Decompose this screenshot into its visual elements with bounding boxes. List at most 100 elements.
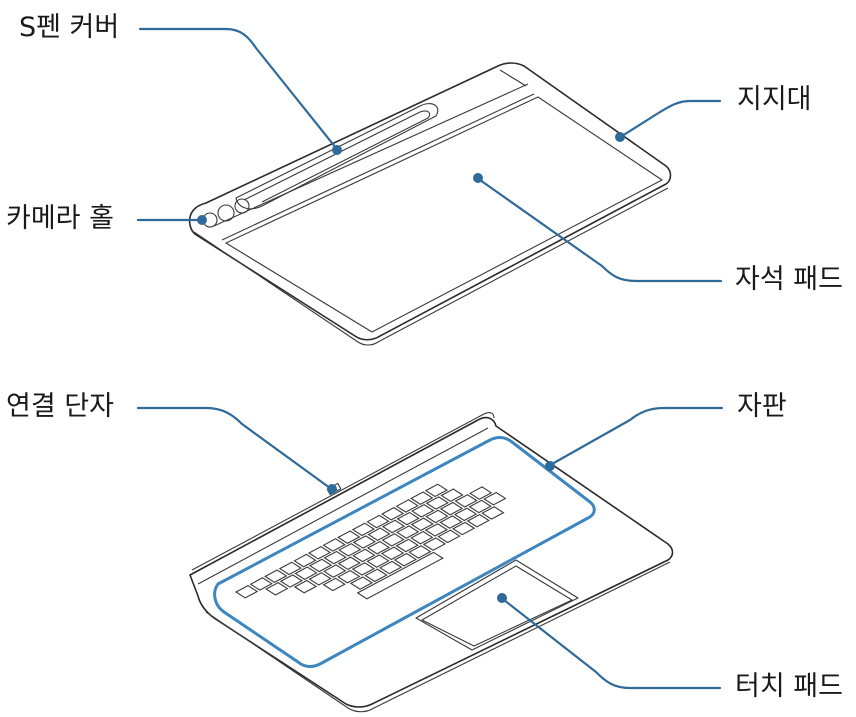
key-cap <box>483 491 507 506</box>
key-cap <box>410 517 434 532</box>
key-cap <box>422 537 447 551</box>
key-cap <box>279 574 304 588</box>
label-magnetic-pad: 자석 패드 <box>735 264 843 295</box>
dot-camera-hole <box>197 215 207 225</box>
key-cap <box>410 530 434 545</box>
keyboard-hinge-rail <box>191 412 495 571</box>
book-cover-illustration <box>188 62 672 346</box>
key-cap <box>425 509 449 524</box>
callout-leaders <box>136 27 724 690</box>
key-cap <box>307 545 332 560</box>
key-cap <box>322 538 346 552</box>
key-cap <box>366 540 391 555</box>
label-connection-terminal: 연결 단자 <box>6 391 114 422</box>
dot-touch-pad <box>497 593 507 603</box>
key-cap <box>378 560 403 575</box>
key-cap <box>351 522 376 537</box>
touch-pad-inner <box>421 565 573 647</box>
key-cap <box>381 519 406 534</box>
key-cap <box>264 569 288 583</box>
keyboard-hinge-rail-2 <box>197 427 489 585</box>
camera-hole-2 <box>217 204 235 222</box>
label-keyboard: 자판 <box>737 391 787 422</box>
dot-keyboard <box>545 461 555 471</box>
touch-pad <box>415 559 579 651</box>
key-cap <box>234 584 259 599</box>
key-cap <box>322 577 346 592</box>
key-cap <box>380 546 405 561</box>
cover-spine <box>499 69 527 87</box>
leader-magnetic-pad <box>478 178 723 283</box>
cover-fold-line-2 <box>221 93 535 241</box>
key-cap <box>294 566 318 581</box>
key-cap <box>439 515 463 529</box>
key-cap <box>367 527 391 542</box>
keyboard-illustration <box>189 412 674 713</box>
key-cap <box>454 494 478 508</box>
key-cap <box>337 556 361 571</box>
key-cap <box>396 511 420 526</box>
label-camera-hole: 카메라 홀 <box>6 203 114 234</box>
camera-hole-3 <box>234 198 250 214</box>
key-cap <box>396 525 420 539</box>
key-cap <box>451 521 476 536</box>
key-cap <box>293 579 318 594</box>
key-cap <box>424 483 449 498</box>
cover-fold-line <box>213 83 529 227</box>
book-cover-edge <box>193 187 669 346</box>
keyboard-keys <box>234 483 507 600</box>
key-cap <box>352 535 377 549</box>
key-cap <box>424 523 449 537</box>
book-cover-outline <box>188 62 672 341</box>
label-stand: 지지대 <box>737 84 812 115</box>
dot-stand <box>615 132 625 142</box>
key-cap <box>425 496 450 510</box>
key-cap <box>352 548 376 563</box>
key-cap <box>249 577 273 591</box>
key-cap <box>440 488 464 503</box>
leader-s-pen-cover <box>138 27 338 150</box>
key-spacebar <box>356 551 444 600</box>
keyboard-area-highlight <box>213 436 596 668</box>
key-cap <box>366 514 390 529</box>
key-cap <box>381 533 405 547</box>
label-s-pen-cover: S펜 커버 <box>19 12 120 43</box>
key-cap <box>364 568 388 583</box>
key-cap <box>408 545 432 559</box>
leader-stand <box>620 99 722 138</box>
key-cap <box>366 554 390 568</box>
key-cap <box>466 513 490 528</box>
key-cap <box>469 486 493 500</box>
magnetic-pad-panel <box>225 96 663 333</box>
key-cap <box>411 504 435 518</box>
key-cap <box>395 538 419 553</box>
dot-s-pen-cover <box>332 145 342 155</box>
key-cap <box>293 553 317 568</box>
key-cap <box>393 552 417 567</box>
key-cap <box>481 506 505 520</box>
s-pen-slot <box>235 103 439 210</box>
key-cap <box>308 558 333 573</box>
dot-connection-terminal <box>327 484 337 494</box>
key-cap <box>278 561 303 576</box>
keyboard-bottom-edge <box>205 561 671 713</box>
key-cap <box>323 564 347 578</box>
key-cap <box>380 506 405 521</box>
leader-keyboard <box>550 406 724 466</box>
key-cap <box>337 530 361 544</box>
leader-connection-terminal <box>136 406 332 490</box>
key-cap <box>439 501 464 516</box>
leader-touch-pad <box>502 598 722 690</box>
keyboard-body-outline <box>189 416 674 708</box>
key-cap <box>323 550 347 565</box>
label-touch-pad: 터치 패드 <box>735 671 843 702</box>
s-pen-slot-inner <box>243 110 431 203</box>
key-cap <box>437 529 461 544</box>
key-cap <box>338 543 362 557</box>
key-cap <box>265 582 289 596</box>
key-cap <box>349 576 374 590</box>
key-cap <box>395 499 419 513</box>
key-cap <box>337 569 361 584</box>
key-cap <box>410 491 434 505</box>
